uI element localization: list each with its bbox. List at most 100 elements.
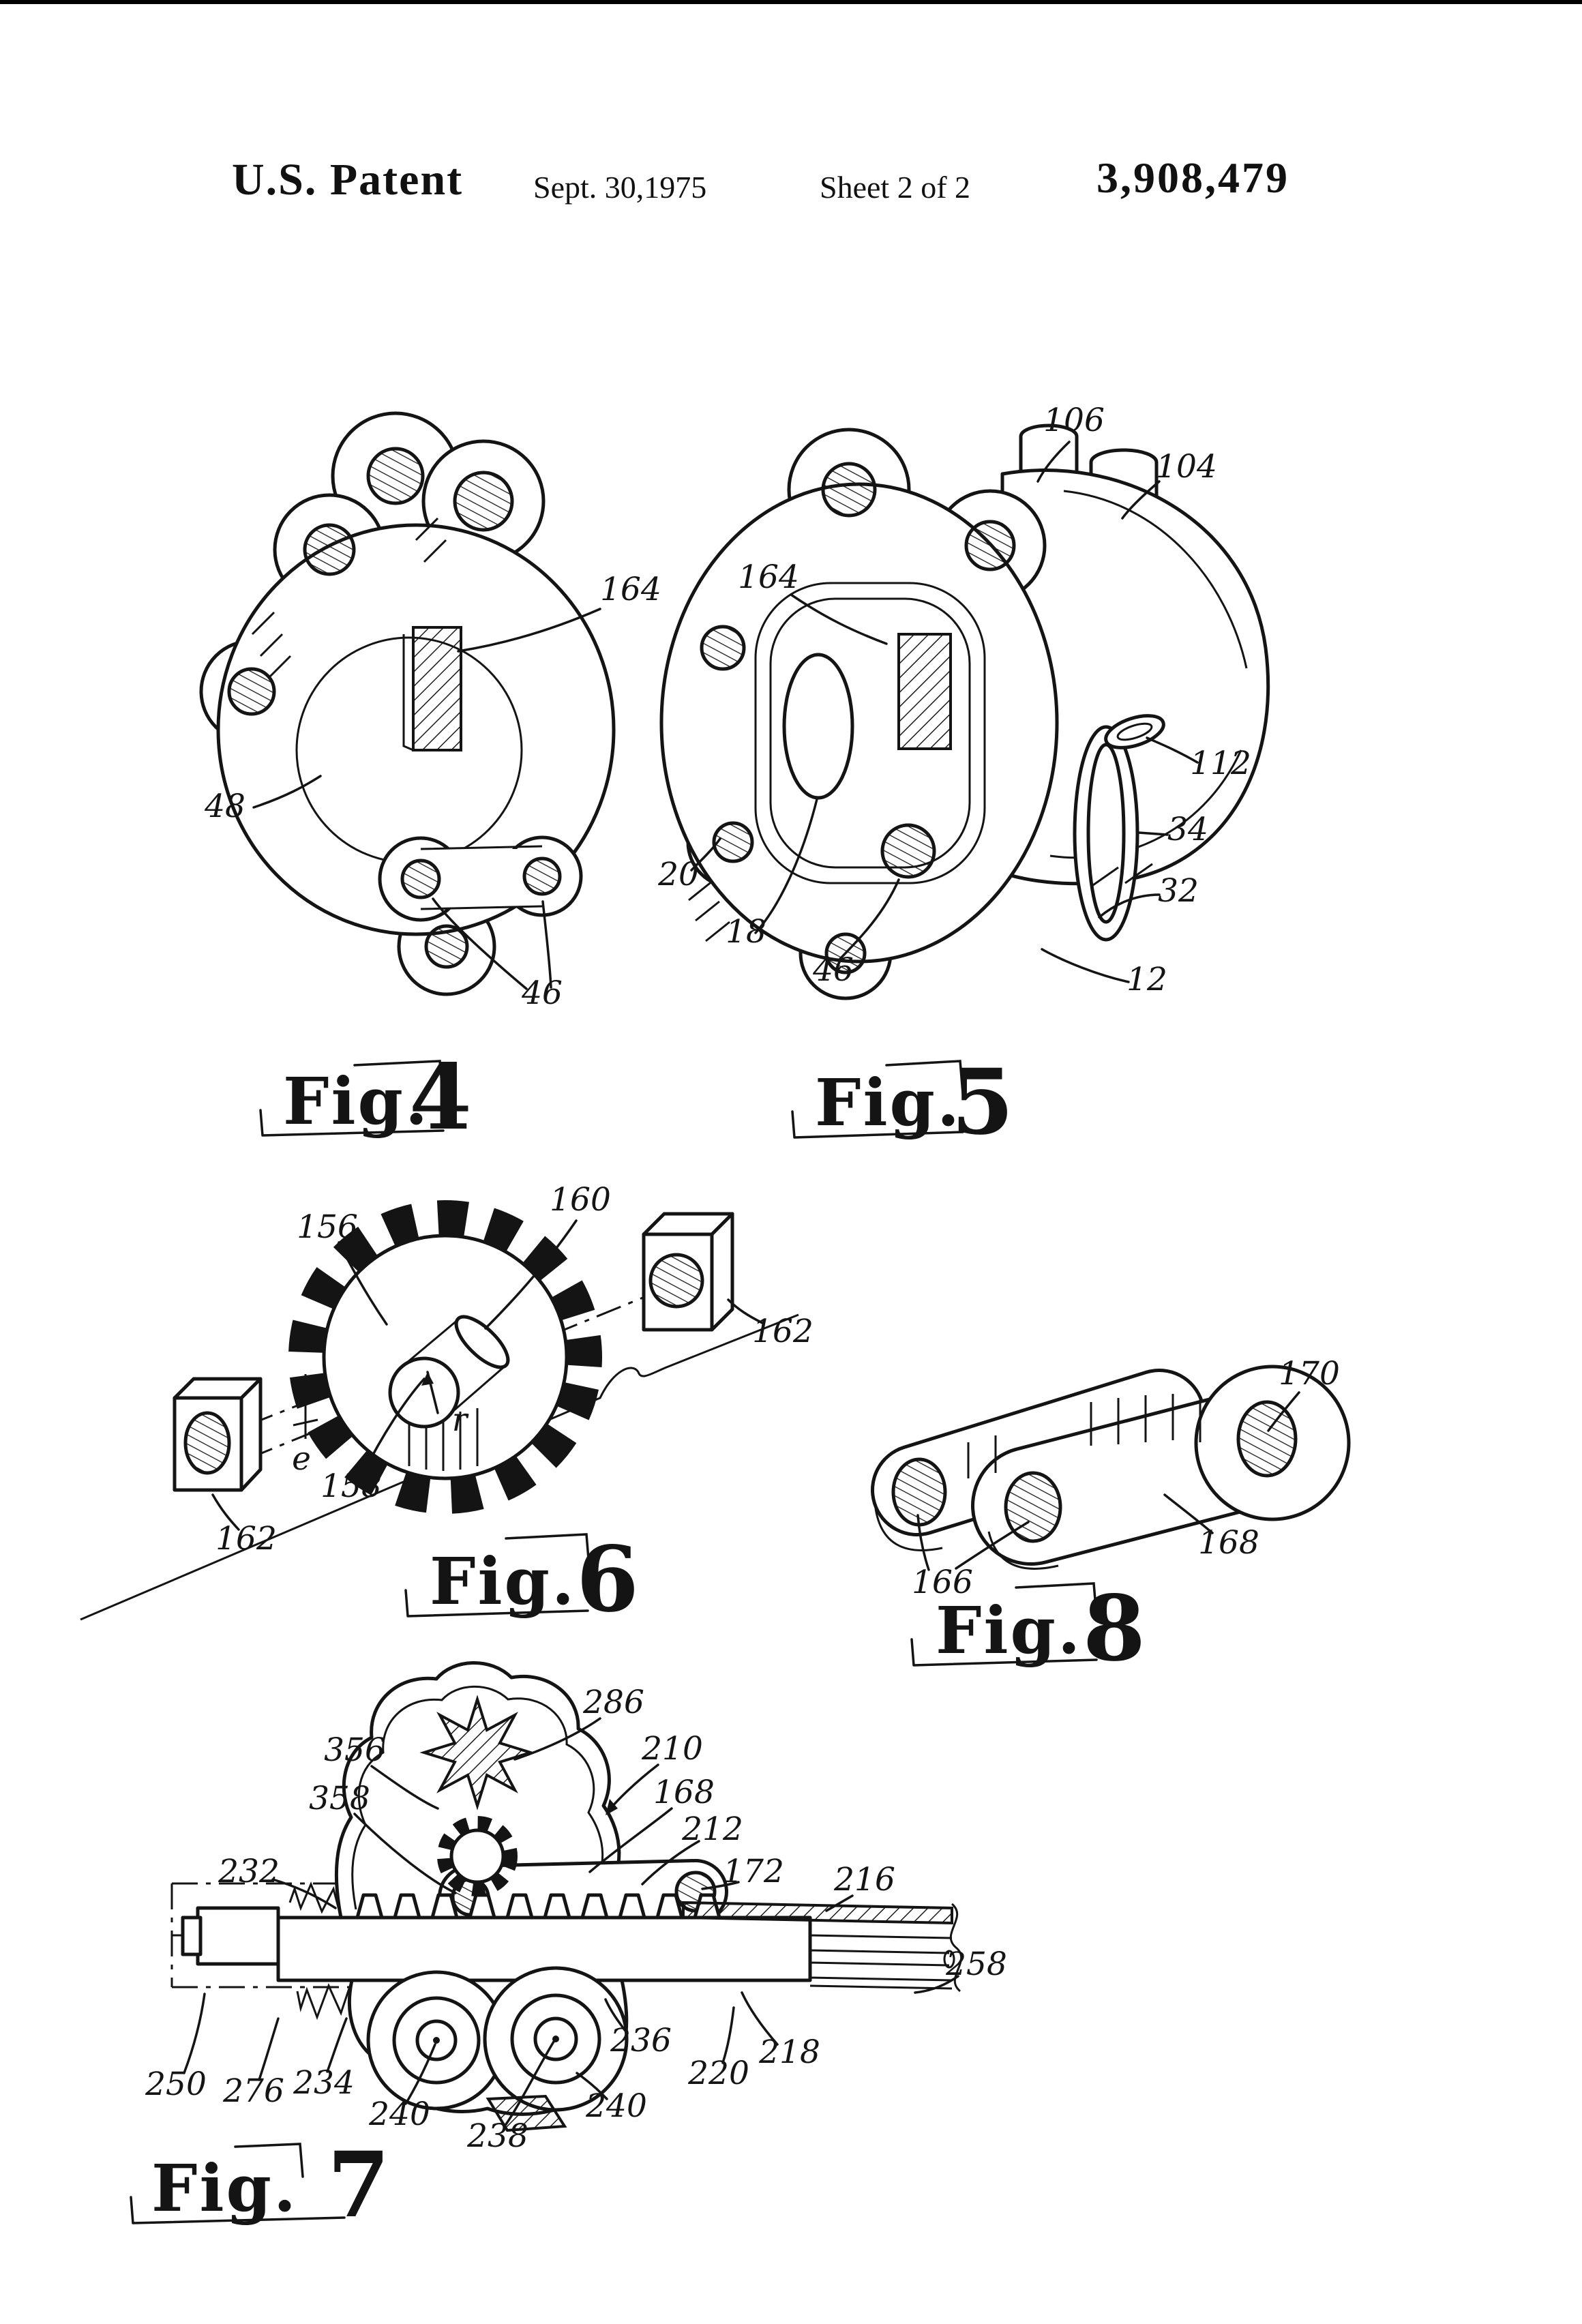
fig8-clevis-link-drawing — [871, 1365, 1351, 1570]
fig6-gear-drawing — [204, 1200, 648, 1514]
ref-label-250: 250 — [145, 2066, 207, 2103]
fig7-boot-bellows-lower — [296, 1980, 353, 2021]
ref-label-240-left: 240 — [368, 2096, 430, 2133]
fig4-link-hole — [400, 859, 441, 899]
fig8-pin-hole-166 — [1004, 1471, 1062, 1543]
fig5-leader-lines — [690, 441, 1199, 983]
ref-label-258: 258 — [945, 1946, 1007, 1983]
fig7-pinion-teeth — [437, 1816, 518, 1896]
sheet-number: Sheet 2 of 2 — [820, 170, 971, 205]
fig4-caption-word: Fig. — [283, 1064, 430, 1139]
fig8-caption: Fig. 8 — [910, 1576, 1146, 1682]
fig7-spring-star-286 — [419, 1695, 535, 1811]
fig6-separator-line — [80, 1313, 799, 1621]
fig5-hole-46 — [880, 823, 936, 879]
fig6-caption: Fig. 6 — [404, 1527, 639, 1633]
fig5-caption: Fig. 5 — [791, 1049, 1014, 1155]
ref-label-156: 156 — [297, 1208, 358, 1246]
ref-label-276: 276 — [222, 2072, 284, 2110]
fig4-caption: Fig. 4 — [259, 1045, 472, 1150]
fig6-key-block-right — [642, 1212, 734, 1332]
ref-label-164: 164 — [600, 571, 661, 608]
fig5-seal-32 — [1086, 743, 1126, 924]
fig8-caption-word: Fig. — [936, 1593, 1082, 1669]
ref-label-232: 232 — [218, 1853, 280, 1890]
ref-label-158: 158 — [320, 1468, 382, 1505]
ref-label-220: 220 — [687, 2055, 749, 2092]
ref-label-12: 12 — [1126, 961, 1167, 998]
fig6-shaft-hub — [388, 1356, 460, 1429]
ref-label-164: 164 — [738, 558, 799, 596]
fig5-cam-slot-164 — [897, 633, 952, 750]
ref-label-170: 170 — [1279, 1355, 1340, 1392]
fig8-pin-hole-170 — [1236, 1400, 1298, 1478]
figure-7: 286 356 210 358 168 212 172 232 216 258 … — [130, 1661, 1007, 2238]
fig5-valve-housing-drawing — [659, 423, 1270, 1000]
fig8-pin-hole-166 — [891, 1457, 947, 1527]
ref-label-46: 46 — [812, 951, 854, 989]
fig4-bolt-hole — [227, 667, 276, 716]
fig4-leader-lines — [252, 608, 601, 990]
patent-number: 3,908,479 — [1096, 153, 1289, 202]
fig5-bolt-hole — [700, 625, 746, 671]
fig6-caption-word: Fig. — [430, 1544, 576, 1620]
ref-label-104: 104 — [1156, 448, 1217, 486]
fig7-boot-bellows-upper — [288, 1881, 342, 1918]
ref-label-168: 168 — [653, 1774, 715, 1811]
fig4-bolt-hole — [366, 447, 425, 505]
ref-label-286: 286 — [582, 1684, 644, 1721]
fig6-gear-teeth — [288, 1200, 602, 1514]
fig6-leader-lines — [211, 1219, 764, 1531]
figure-6: 156 160 162 162 158 e r Fig. 6 — [80, 1181, 814, 1633]
ref-label-48: 48 — [204, 788, 245, 825]
fig7-caption-number: 7 — [327, 2132, 390, 2238]
patent-title: U.S. Patent — [232, 155, 464, 205]
fig4-bolt-hole — [453, 471, 514, 532]
fig7-left-rod — [196, 1906, 280, 1966]
ref-label-34: 34 — [1167, 811, 1208, 848]
ref-label-166: 166 — [912, 1564, 973, 1601]
ref-label-172: 172 — [723, 1853, 784, 1890]
ref-label-162-right: 162 — [752, 1313, 814, 1350]
fig6-caption-number: 6 — [576, 1527, 639, 1633]
fig4-bolt-hole — [424, 924, 469, 969]
fig4-cover-housing-drawing — [199, 411, 616, 996]
fig5-bolt-hole — [712, 821, 754, 863]
ref-label-162-left: 162 — [215, 1520, 277, 1558]
ref-label-20: 20 — [657, 856, 699, 893]
ref-label-358: 358 — [309, 1780, 370, 1817]
ref-label-46: 46 — [521, 974, 563, 1012]
fig4-cam-slot-164 — [412, 626, 462, 751]
figure-4: 164 48 46 Fig. 4 — [199, 411, 661, 1150]
fig4-link-hole — [522, 856, 562, 896]
figure-8: 170 168 166 Fig. 8 — [871, 1355, 1351, 1682]
ref-label-106: 106 — [1043, 402, 1105, 439]
figure-5: 106 104 164 112 34 32 12 20 18 46 Fig. 5 — [657, 402, 1270, 1155]
fig8-caption-number: 8 — [1083, 1576, 1146, 1682]
fig5-bolt-hole — [821, 462, 877, 518]
ref-label-160: 160 — [550, 1181, 611, 1219]
fig4-bolt-hole — [303, 523, 356, 576]
ref-label-238: 238 — [466, 2117, 528, 2155]
fig6-key-block-left — [173, 1377, 263, 1492]
ref-label-32: 32 — [1158, 872, 1199, 910]
fig7-tube-wall-216 — [682, 1901, 953, 1925]
ref-label-112: 112 — [1190, 745, 1251, 782]
patent-date: Sept. 30,1975 — [533, 170, 707, 205]
fig5-bolt-hole — [964, 520, 1016, 571]
fig7-caption-word: Fig. — [151, 2151, 298, 2226]
fig5-caption-word: Fig. — [815, 1065, 961, 1141]
fig7-pinion-body — [449, 1828, 505, 1884]
fig7-leader-lines — [183, 1717, 959, 2128]
ref-label-356: 356 — [324, 1731, 385, 1769]
fig6-gear-body — [322, 1234, 569, 1480]
scan-artifact-top-edge — [0, 0, 1582, 4]
fig5-opening-18 — [782, 653, 854, 800]
ref-label-216: 216 — [833, 1861, 895, 1898]
ref-label-218: 218 — [758, 2034, 820, 2071]
ref-label-e: e — [292, 1440, 311, 1478]
fig7-rack-housing-drawing — [170, 1661, 963, 2132]
fig6-e-dimension-marks — [293, 1374, 318, 1439]
